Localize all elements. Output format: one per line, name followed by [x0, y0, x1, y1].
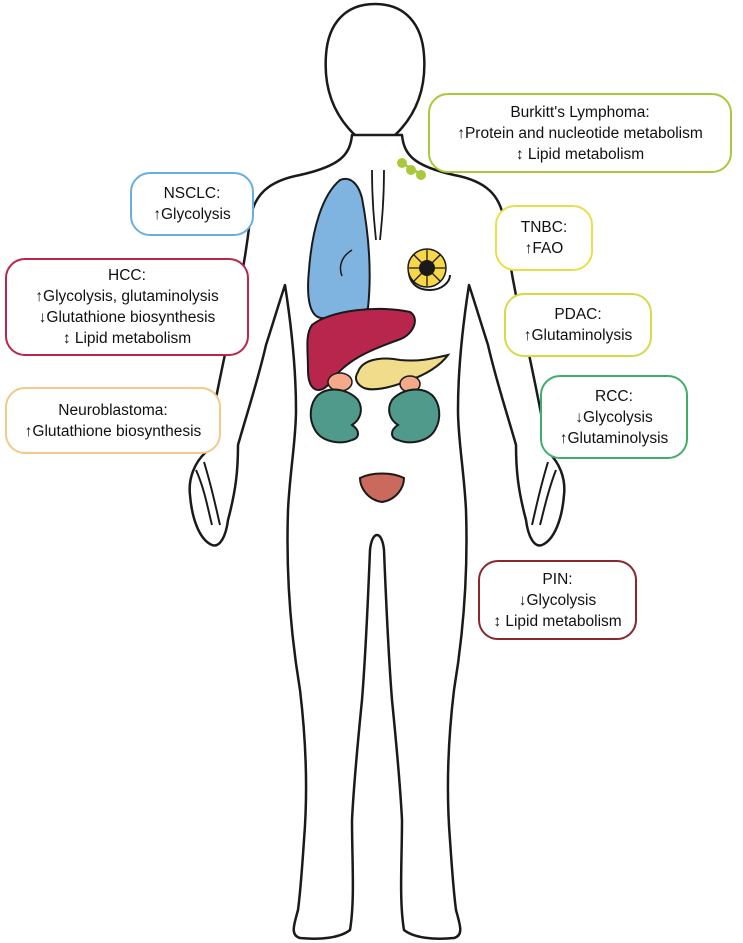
- label-burkitt-title: Burkitt's Lymphoma:: [510, 103, 650, 121]
- label-hcc-title: HCC:: [108, 267, 146, 284]
- label-rcc: RCC: ↓Glycolysis ↑Glutaminolysis: [540, 375, 688, 459]
- body-outline: [188, 133, 566, 940]
- trachea-lines: [371, 169, 385, 241]
- label-rcc-line-2: ↑Glutaminolysis: [559, 429, 669, 447]
- label-hcc-line-1: ↑Glycolysis, glutaminolysis: [35, 288, 219, 305]
- label-pin: PIN: ↓Glycolysis ↕ Lipid metabolism: [478, 560, 637, 640]
- label-pin-line-1: ↓Glycolysis: [518, 591, 597, 609]
- lung-bronchus: [339, 249, 353, 277]
- label-neuroblastoma-line-1: ↑Glutathione biosynthesis: [24, 422, 202, 440]
- label-burkitt-line-2: ↕ Lipid metabolism: [515, 145, 645, 163]
- label-hcc: HCC: ↑Glycolysis, glutaminolysis ↓Glutat…: [5, 258, 249, 356]
- label-hcc-line-2: ↓Glutathione biosynthesis: [38, 309, 216, 326]
- kidney-left: [309, 388, 362, 444]
- label-tnbc-title: TNBC:: [520, 219, 568, 236]
- label-pdac-title: PDAC:: [554, 306, 602, 323]
- left-hand-fingers: [195, 461, 221, 526]
- label-pin-title: PIN:: [542, 570, 573, 588]
- label-rcc-line-1: ↓Glycolysis: [575, 408, 653, 426]
- label-pdac-line-1: ↑Glutaminolysis: [523, 327, 633, 344]
- adrenal-left: [327, 372, 353, 392]
- label-nsclc-line-1: ↑Glycolysis: [153, 206, 231, 223]
- right-hand-fingers: [531, 461, 557, 526]
- label-tnbc-line-1: ↑FAO: [524, 240, 564, 257]
- label-neuroblastoma: Neuroblastoma: ↑Glutathione biosynthesis: [5, 387, 221, 454]
- label-burkitt-line-1: ↑Protein and nucleotide metabolism: [457, 124, 703, 142]
- label-rcc-title: RCC:: [595, 387, 633, 405]
- label-pdac: PDAC: ↑Glutaminolysis: [504, 293, 652, 357]
- liver: [306, 307, 416, 391]
- label-hcc-line-3: ↕ Lipid metabolism: [62, 330, 192, 347]
- lymph-nodes: [397, 158, 426, 180]
- prostate: [358, 472, 406, 504]
- label-tnbc: TNBC: ↑FAO: [495, 205, 593, 271]
- head-outline: [324, 2, 426, 146]
- breast-tumor: [407, 248, 447, 288]
- kidney-right: [388, 388, 441, 444]
- label-burkitt-lymphoma: Burkitt's Lymphoma: ↑Protein and nucleot…: [428, 93, 732, 173]
- label-nsclc-title: NSCLC:: [163, 185, 221, 202]
- label-nsclc: NSCLC: ↑Glycolysis: [130, 172, 254, 236]
- label-neuroblastoma-title: Neuroblastoma:: [58, 401, 168, 419]
- label-pin-line-2: ↕ Lipid metabolism: [493, 612, 622, 630]
- pancreas: [355, 353, 451, 391]
